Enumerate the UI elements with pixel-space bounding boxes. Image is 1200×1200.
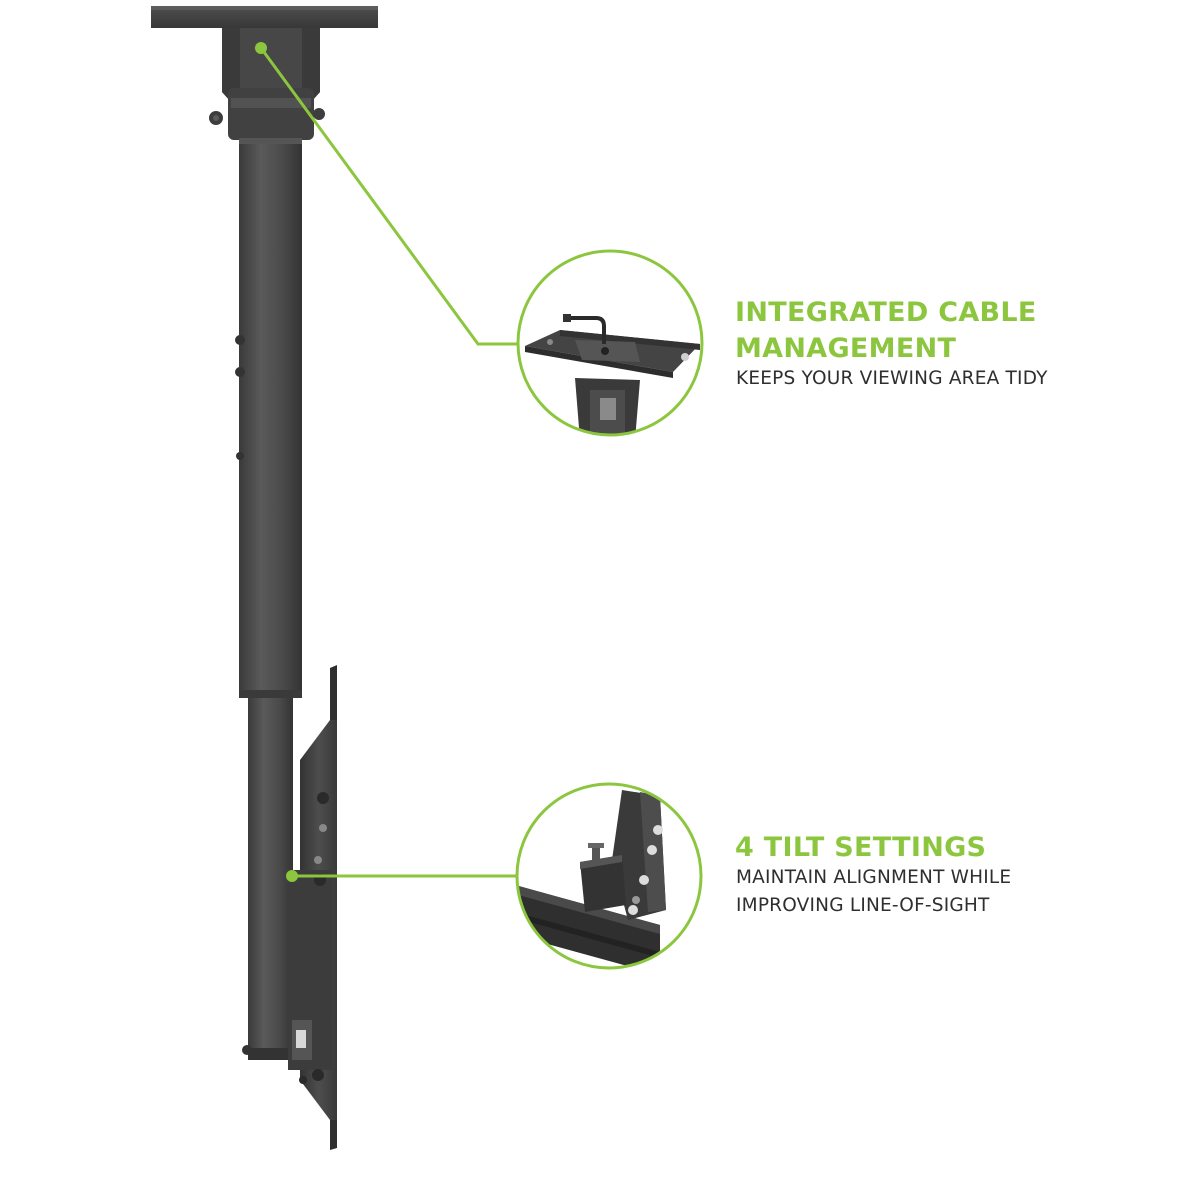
cable-management-title-line-1: INTEGRATED CABLE	[735, 297, 1037, 328]
cable-management-subtitle-line-1: KEEPS YOUR VIEWING AREA TIDY	[736, 368, 1048, 389]
cable-management-detail	[516, 249, 704, 437]
tilt-settings-subtitle-line-2: IMPROVING LINE-OF-SIGHT	[736, 895, 990, 916]
tilt-settings-subtitle: MAINTAIN ALIGNMENT WHILE IMPROVING LINE-…	[736, 864, 1011, 920]
tilt-settings-detail	[515, 782, 703, 970]
ceiling-plate	[151, 6, 378, 28]
lower-pole	[242, 698, 293, 1060]
cable-management-title-line-2: MANAGEMENT	[735, 333, 957, 364]
tilt-callout-connector	[286, 870, 519, 882]
upper-pole	[235, 138, 302, 698]
tilt-settings-title-line-1: 4 TILT SETTINGS	[735, 832, 987, 863]
ceiling-bracket	[209, 28, 325, 140]
display-bracket	[288, 665, 337, 1150]
tilt-settings-subtitle-line-1: MAINTAIN ALIGNMENT WHILE	[736, 867, 1012, 888]
cable-management-title: INTEGRATED CABLE MANAGEMENT	[735, 295, 1037, 367]
cable-management-subtitle: KEEPS YOUR VIEWING AREA TIDY	[736, 365, 1048, 393]
cable-callout-connector	[255, 42, 520, 346]
tilt-settings-title: 4 TILT SETTINGS	[735, 830, 986, 866]
